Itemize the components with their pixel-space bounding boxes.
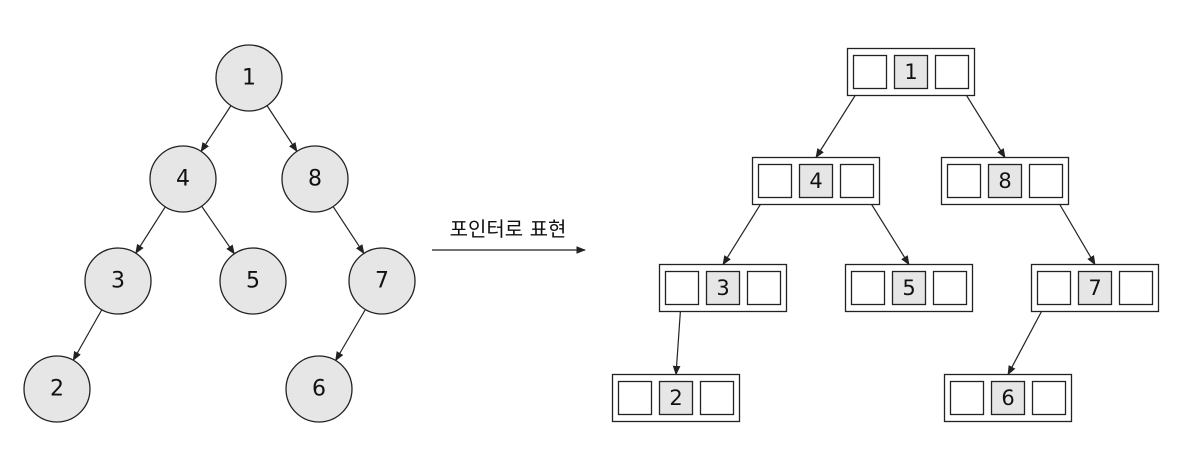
pointer-node-label: 4 bbox=[809, 169, 822, 193]
tree-node-8: 8 bbox=[281, 145, 349, 213]
right-pointer-cell bbox=[1031, 380, 1067, 416]
left-pointer-cell bbox=[1036, 270, 1072, 306]
tree-edge-n8-n7 bbox=[332, 206, 365, 255]
right-pointer-cell bbox=[839, 163, 875, 199]
data-cell bbox=[990, 380, 1026, 416]
tree-edge-n4-n5 bbox=[201, 205, 235, 255]
tree-node-1: 1 bbox=[215, 44, 283, 112]
tree-edge-n3-n2 bbox=[72, 309, 103, 362]
tree-node-circle bbox=[285, 355, 353, 423]
right-pointer-cell bbox=[1028, 163, 1064, 199]
pointer-node-1: 1 bbox=[846, 47, 976, 97]
tree-edges bbox=[72, 105, 366, 362]
transform-caption: 포인터로 표현 bbox=[450, 217, 567, 241]
pointer-node-label: 7 bbox=[1088, 276, 1101, 300]
pointer-node-3: 3 bbox=[658, 263, 788, 313]
left-pointer-cell bbox=[949, 380, 985, 416]
tree-node-2: 2 bbox=[23, 355, 91, 423]
pointer-node-8: 8 bbox=[940, 156, 1070, 206]
tree-edge-n1-n8 bbox=[266, 105, 298, 153]
tree-node-6: 6 bbox=[285, 355, 353, 423]
tree-node-label: 3 bbox=[111, 269, 125, 294]
pointer-node-2: 2 bbox=[611, 373, 741, 423]
pointer-node-5: 5 bbox=[844, 263, 974, 313]
tree-node-circle bbox=[219, 247, 287, 315]
tree-node-circle bbox=[215, 44, 283, 112]
pointer-node-6: 6 bbox=[943, 373, 1073, 423]
tree-node-label: 7 bbox=[375, 269, 389, 294]
tree-node-label: 8 bbox=[308, 167, 322, 192]
pointer-nodes: 1 4 8 3 5 7 2 6 bbox=[611, 47, 1160, 423]
pointer-node-label: 6 bbox=[1001, 386, 1014, 410]
tree-edge-n4-n3 bbox=[135, 206, 166, 254]
pointer-edges bbox=[672, 71, 1096, 376]
left-pointer-cell bbox=[617, 380, 653, 416]
data-cell bbox=[893, 54, 929, 90]
data-cell bbox=[987, 163, 1023, 199]
tree-node-label: 6 bbox=[312, 377, 326, 402]
tree-edge-n1-n4 bbox=[200, 105, 232, 153]
pointer-node-7: 7 bbox=[1030, 263, 1160, 313]
data-cell bbox=[705, 270, 741, 306]
tree-nodes: 1 4 8 3 5 7 2 6 bbox=[23, 44, 416, 423]
right-pointer-cell bbox=[932, 270, 968, 306]
tree-node-7: 7 bbox=[348, 247, 416, 315]
tree-node-label: 1 bbox=[242, 66, 256, 91]
tree-node-4: 4 bbox=[149, 145, 217, 213]
data-cell bbox=[798, 163, 834, 199]
tree-node-label: 4 bbox=[176, 167, 190, 192]
pointer-node-label: 3 bbox=[716, 276, 729, 300]
tree-node-label: 2 bbox=[50, 377, 64, 402]
left-pointer-cell bbox=[850, 270, 886, 306]
tree-node-circle bbox=[84, 247, 152, 315]
pointer-node-label: 2 bbox=[669, 386, 682, 410]
pointer-node-label: 8 bbox=[998, 169, 1011, 193]
left-pointer-cell bbox=[664, 270, 700, 306]
left-pointer-cell bbox=[946, 163, 982, 199]
pointer-node-label: 1 bbox=[904, 60, 917, 84]
tree-node-circle bbox=[281, 145, 349, 213]
data-cell bbox=[891, 270, 927, 306]
pointer-node-4: 4 bbox=[751, 156, 881, 206]
pointer-node-label: 5 bbox=[902, 276, 915, 300]
right-pointer-cell bbox=[1118, 270, 1154, 306]
left-pointer-cell bbox=[852, 54, 888, 90]
transform-arrow: 포인터로 표현 bbox=[432, 217, 586, 254]
right-pointer-cell bbox=[934, 54, 970, 90]
tree-node-circle bbox=[23, 355, 91, 423]
tree-node-label: 5 bbox=[246, 269, 260, 294]
tree-edge-n7-n6 bbox=[335, 309, 366, 362]
left-pointer-cell bbox=[757, 163, 793, 199]
right-pointer-cell bbox=[699, 380, 735, 416]
tree-node-3: 3 bbox=[84, 247, 152, 315]
tree-node-circle bbox=[149, 145, 217, 213]
right-pointer-cell bbox=[746, 270, 782, 306]
tree-node-circle bbox=[348, 247, 416, 315]
data-cell bbox=[658, 380, 694, 416]
data-cell bbox=[1077, 270, 1113, 306]
tree-node-5: 5 bbox=[219, 247, 287, 315]
